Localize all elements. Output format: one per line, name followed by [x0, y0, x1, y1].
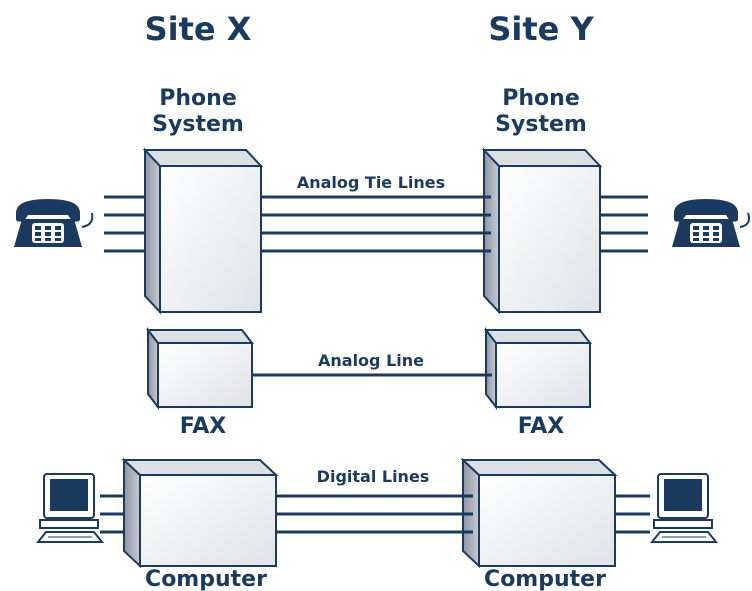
phone-system-x-box — [142, 147, 264, 315]
computer-y-box — [460, 457, 618, 569]
phone-system-y-title-line1: Phone — [502, 86, 579, 111]
desktop-computer-icon — [649, 473, 719, 543]
site-y-heading: Site Y — [488, 10, 594, 48]
phone-system-y-title-line2: System — [495, 112, 587, 137]
computer-y-extension-lines — [615, 494, 650, 534]
fax-y-box — [483, 327, 593, 410]
analog-tie-lines — [261, 195, 491, 253]
fax-y-label: FAX — [518, 414, 565, 439]
fax-x-label: FAX — [180, 414, 227, 439]
digital-lines — [276, 494, 473, 534]
digital-lines-label: Digital Lines — [317, 467, 430, 486]
phone-system-y-box — [481, 147, 603, 315]
analog-tie-lines-label: Analog Tie Lines — [297, 173, 445, 192]
desktop-computer-icon — [35, 473, 105, 543]
computer-x-box — [121, 457, 279, 569]
site-x-heading: Site X — [145, 10, 252, 48]
phone-system-x-title-line1: Phone — [159, 86, 236, 111]
analog-line-label: Analog Line — [318, 351, 424, 370]
telephone-icon — [672, 199, 750, 247]
computer-x-label: Computer — [145, 567, 267, 591]
telephone-icon — [14, 199, 94, 247]
computer-y-label: Computer — [484, 567, 606, 591]
phone-y-extension-lines — [600, 195, 648, 253]
phone-system-x-title-line2: System — [152, 112, 244, 137]
fax-x-box — [145, 327, 255, 410]
